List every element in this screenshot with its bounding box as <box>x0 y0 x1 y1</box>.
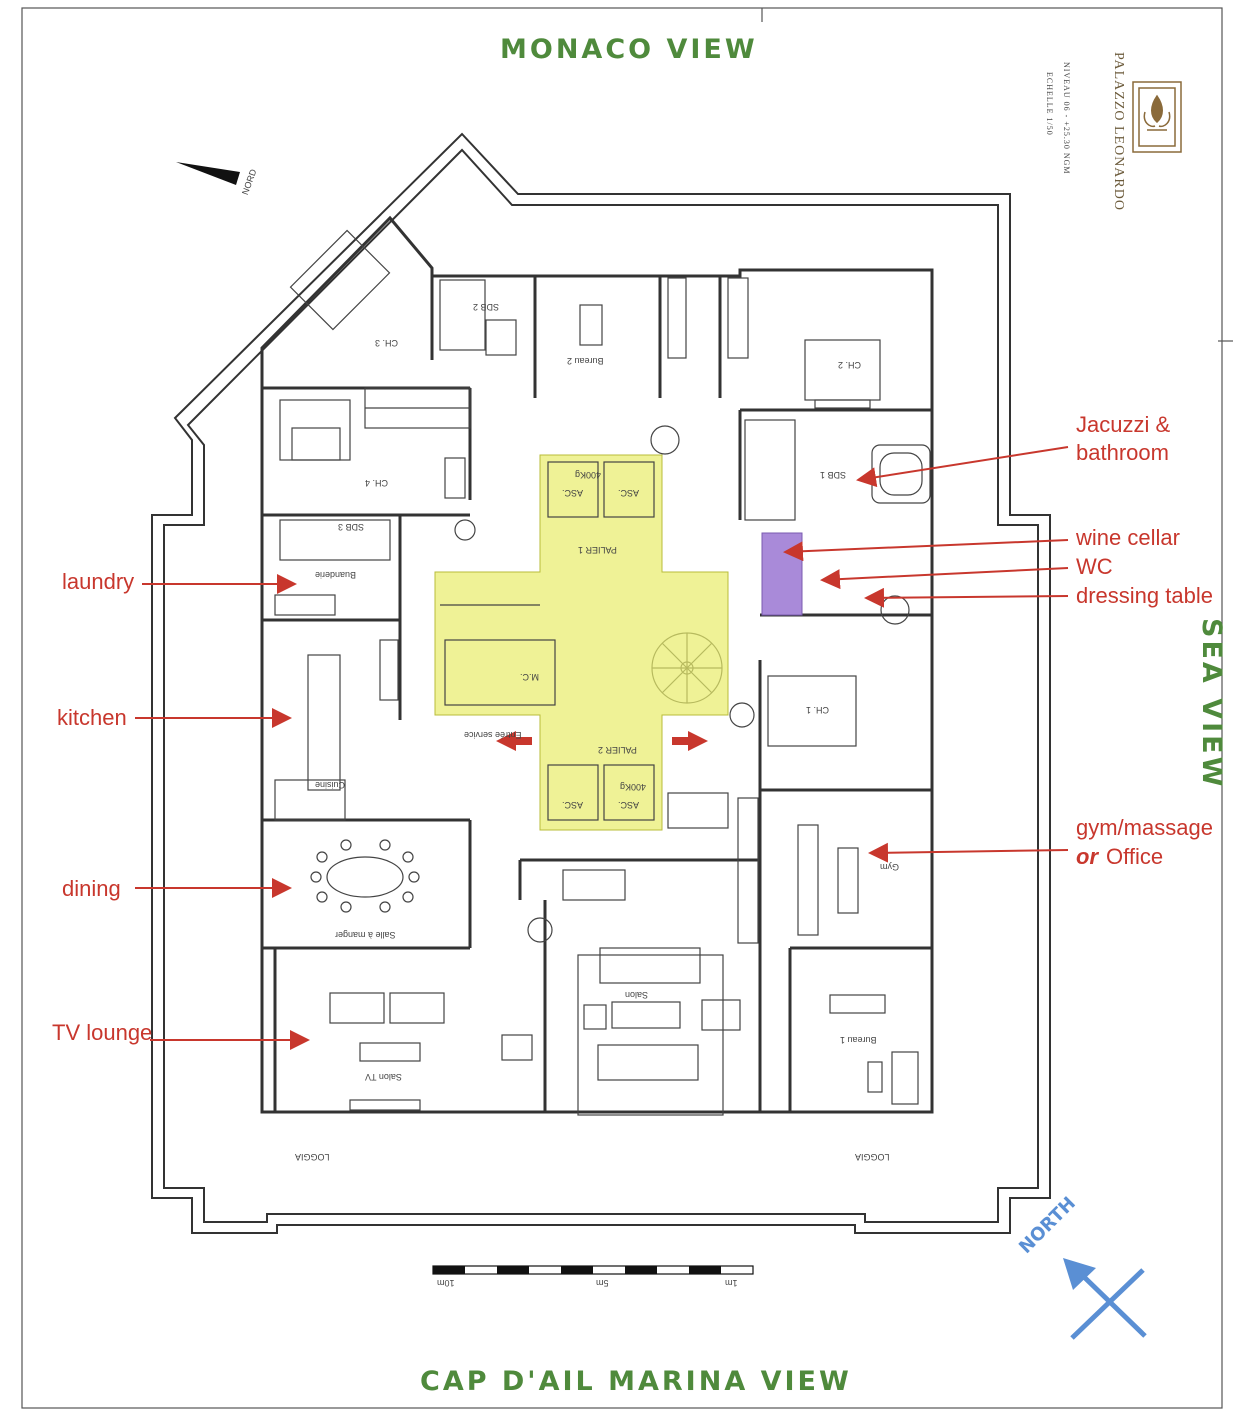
annotation-dressing-table: dressing table <box>1076 583 1213 608</box>
room-bureau1: Bureau 1 <box>840 1035 877 1045</box>
room-gym: Gym <box>880 862 899 872</box>
view-label-cap-dail: CAP D'AIL MARINA VIEW <box>420 1366 852 1397</box>
scale-10m: 10m <box>437 1278 455 1288</box>
room-bureau2: Bureau 2 <box>567 356 604 366</box>
scale-1m: 1m <box>725 1278 738 1288</box>
view-label-monaco: MONACO VIEW <box>500 34 758 65</box>
annotation-gym-office: Office <box>1106 844 1164 869</box>
annotation-dining: dining <box>62 876 121 901</box>
room-cuisine: Cuisine <box>315 780 346 790</box>
annotation-jacuzzi-2: bathroom <box>1076 440 1169 465</box>
room-sdb3: SDB 3 <box>338 522 365 532</box>
wine-cellar-highlight <box>761 532 803 616</box>
lift-capacity-2: 400Kg <box>620 782 647 792</box>
room-asc1: ASC. <box>562 488 584 498</box>
annotation-jacuzzi-1: Jacuzzi & <box>1076 412 1171 437</box>
lift-core-highlight <box>434 454 729 831</box>
loggia-left: LOGGIA <box>295 1152 330 1162</box>
north-indicator-small <box>176 162 240 185</box>
room-ch3: CH. 3 <box>375 338 399 348</box>
room-salle-manger: Salle à manger <box>335 930 396 940</box>
annotation-wc: WC <box>1076 554 1113 579</box>
room-sdb1: SDB 1 <box>820 470 847 480</box>
arrow-dressing-table <box>864 587 1069 608</box>
furniture <box>274 229 931 1116</box>
annotation-wine-cellar: wine cellar <box>1076 525 1180 550</box>
arrow-gym <box>868 842 1069 863</box>
scale-text: ECHELLE 1/50 <box>1045 72 1054 136</box>
lift-capacity-1: 400Kg <box>575 470 602 480</box>
room-buanderie: Buanderie <box>315 570 357 580</box>
scale-bar <box>432 1265 754 1275</box>
room-palier1: PALIER 1 <box>578 545 617 555</box>
room-ch2: CH. 2 <box>838 360 862 370</box>
arrow-wine-cellar <box>783 539 1069 562</box>
annotation-arrows <box>135 446 1069 1050</box>
room-entree-service: Entrée service <box>464 730 522 740</box>
annotation-gym-or: or <box>1076 844 1098 869</box>
scale-5m: 5m <box>596 1278 609 1288</box>
room-ch1: CH. 1 <box>806 705 830 715</box>
terrace-outline <box>151 132 1051 1234</box>
arrow-jacuzzi <box>856 446 1069 488</box>
brand-name: PALAZZO LEONARDO <box>1111 52 1126 211</box>
level-text: NIVEAU 06 - +25.30 NGM <box>1062 62 1071 175</box>
annotation-kitchen: kitchen <box>57 705 127 730</box>
interior-walls <box>260 215 934 1114</box>
view-label-sea: SEA VIEW <box>1196 618 1227 790</box>
arrow-wc <box>820 567 1069 590</box>
entry-arrows <box>496 731 708 751</box>
room-sdb2: SDB 2 <box>473 302 500 312</box>
room-asc4: ASC. <box>618 800 640 810</box>
room-mc: M.C. <box>520 672 539 682</box>
loggia-right: LOGGIA <box>855 1152 890 1162</box>
drawing-frame <box>21 7 1223 1409</box>
annotation-laundry: laundry <box>62 569 135 594</box>
annotation-tv-lounge: TV lounge <box>52 1020 153 1045</box>
room-asc3: ASC. <box>562 800 584 810</box>
north-arrow <box>1063 1258 1147 1340</box>
annotation-gym: gym/massage <box>1076 815 1213 840</box>
room-palier2: PALIER 2 <box>598 745 637 755</box>
palazzo-logo <box>1132 81 1182 153</box>
room-ch4: CH. 4 <box>365 478 389 488</box>
room-salon-tv: Salon TV <box>365 1072 402 1082</box>
room-asc2: ASC. <box>618 488 640 498</box>
room-salon: Salon <box>625 990 649 1000</box>
